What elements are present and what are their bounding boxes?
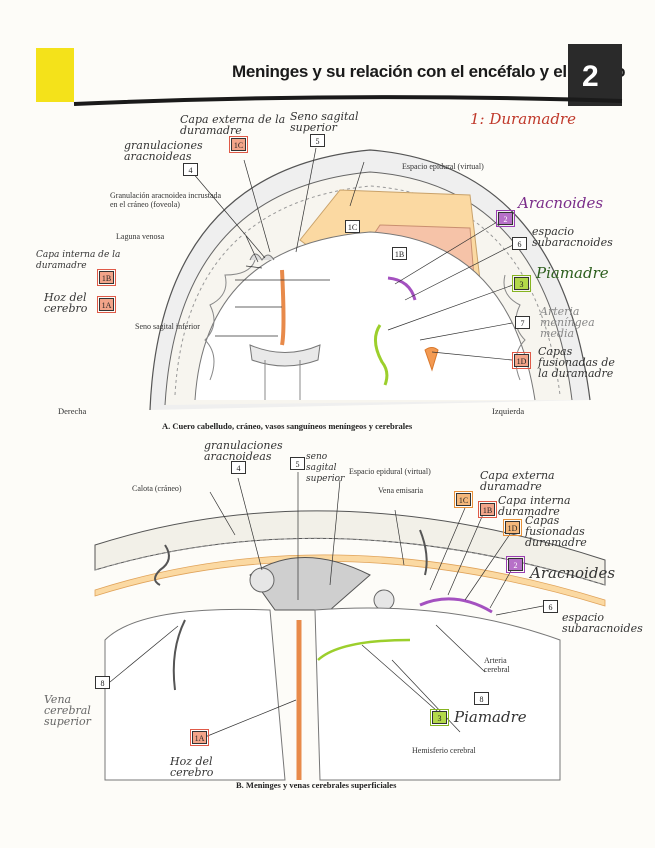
handwriting-granulaciones-a: granulaciones aracnoideas [124, 139, 203, 163]
handwriting-capa-interna-a: Capa interna de la duramadre [36, 250, 121, 271]
handwriting-arteria-meningea: Arteria meníngea media [540, 305, 595, 340]
box-2-b: 2 [506, 556, 525, 573]
diploe-a [174, 185, 561, 396]
pia-a [374, 324, 389, 386]
handwriting-duramadre-key: 1: Duramadre [470, 110, 576, 128]
box-7-a: 7 [515, 316, 530, 329]
label-vena-emisaria: Vena emisaria [378, 486, 424, 495]
handwriting-capa-externa-a: Capa externa de la duramadre [180, 113, 286, 137]
handwriting-aracnoides-b: Aracnoides [530, 564, 616, 582]
figure-b-artwork [94, 472, 606, 781]
box-1a-b: 1A [190, 729, 209, 746]
box-1d-b: 1D [503, 519, 522, 536]
handwriting-seno-sagital-b: seno sagital superior [306, 452, 345, 484]
box-4-b: 4 [231, 461, 246, 474]
handwriting-capa-externa-b: Capa externa duramadre [480, 469, 555, 493]
caption-figure-b: B. Meninges y venas cerebrales superfici… [236, 780, 397, 790]
chapter-color-tab [36, 48, 74, 102]
page-title: Meninges y su relación con el encéfalo y… [232, 62, 626, 81]
handwriting-capa-interna-b: Capa interna duramadre [498, 494, 571, 518]
arachnoid-b [419, 597, 493, 614]
box-8-right-b: 8 [474, 692, 489, 705]
box-6-a: 6 [512, 237, 527, 250]
box-1c-left-a: 1C [229, 136, 248, 153]
right-hemisphere-b [314, 607, 561, 781]
box-1b-inner-a: 1B [392, 247, 407, 260]
handwriting-espacio-sub-b: espacio subaracnoides [562, 611, 643, 635]
box-5-b: 5 [290, 457, 305, 470]
box-8-left-b: 8 [95, 676, 110, 689]
arachnoid-a [387, 276, 417, 301]
box-1c-b: 1C [454, 491, 473, 508]
handwriting-aracnoides-a: Aracnoides [518, 194, 604, 212]
figure-a-artwork [149, 147, 591, 411]
label-calota: Calota (cráneo) [132, 484, 182, 493]
header-rule [73, 95, 623, 106]
label-espacio-epidural-b: Espacio epidural (virtual) [349, 467, 431, 476]
handwriting-hoz-a: Hoz del cerebro [44, 291, 88, 315]
dura-b [94, 554, 606, 607]
falx-a [280, 269, 286, 346]
plate-number: 2 [582, 60, 599, 93]
box-3-a: 3 [512, 275, 531, 292]
handwriting-hoz-b: Hoz del cerebro [170, 755, 214, 779]
box-3-b: 3 [430, 709, 449, 726]
handwriting-capas-fusionadas-b: Capas fusionadas duramadre [525, 514, 587, 549]
plate-number-box [568, 44, 622, 106]
handwriting-granulaciones-b: granulaciones aracnoideas [204, 439, 283, 463]
handwriting-espacio-sub-a: espacio subaracnoides [532, 225, 613, 249]
box-2-a: 2 [496, 210, 515, 227]
handwriting-piamadre-b: Piamadre [454, 708, 527, 726]
box-4-a: 4 [183, 163, 198, 176]
handwriting-vena-cerebral: Vena cerebral superior [44, 693, 91, 728]
box-1c-inner-a: 1C [345, 220, 360, 233]
label-laguna-venosa: Laguna venosa [116, 232, 165, 241]
handwriting-seno-sagital-a: Seno sagital superior [290, 110, 359, 134]
label-granulacion-foveola: Granulación aracnoidea incrustada en el … [110, 191, 222, 209]
caption-figure-a: A. Cuero cabelludo, cráneo, vasos sanguí… [162, 421, 413, 431]
handwriting-piamadre-a: Piamadre [536, 264, 609, 282]
box-1b-left-a: 1B [97, 269, 116, 286]
label-hemisferio-cerebral: Hemisferio cerebral [412, 746, 476, 755]
fused-dura-a [424, 347, 439, 372]
left-hemisphere-b [104, 608, 286, 781]
label-arteria-cerebral: Arteria cerebral [484, 656, 510, 674]
sagittal-sinus-b [249, 557, 371, 611]
box-1a-left-a: 1A [97, 296, 116, 313]
handwriting-capas-fusionadas-a: Capas fusionadas de la duramadre [538, 345, 615, 380]
box-1b-b: 1B [478, 501, 497, 518]
side-label-left: Izquierda [492, 406, 525, 416]
box-5-a: 5 [310, 134, 325, 147]
box-1d-a: 1D [512, 352, 531, 369]
side-label-right: Derecha [58, 406, 87, 416]
pia-b [317, 638, 411, 661]
label-espacio-epidural-a: Espacio epidural (virtual) [402, 162, 484, 171]
label-seno-sagital-inferior: Seno sagital inferior [135, 322, 200, 331]
box-6-b: 6 [543, 600, 558, 613]
